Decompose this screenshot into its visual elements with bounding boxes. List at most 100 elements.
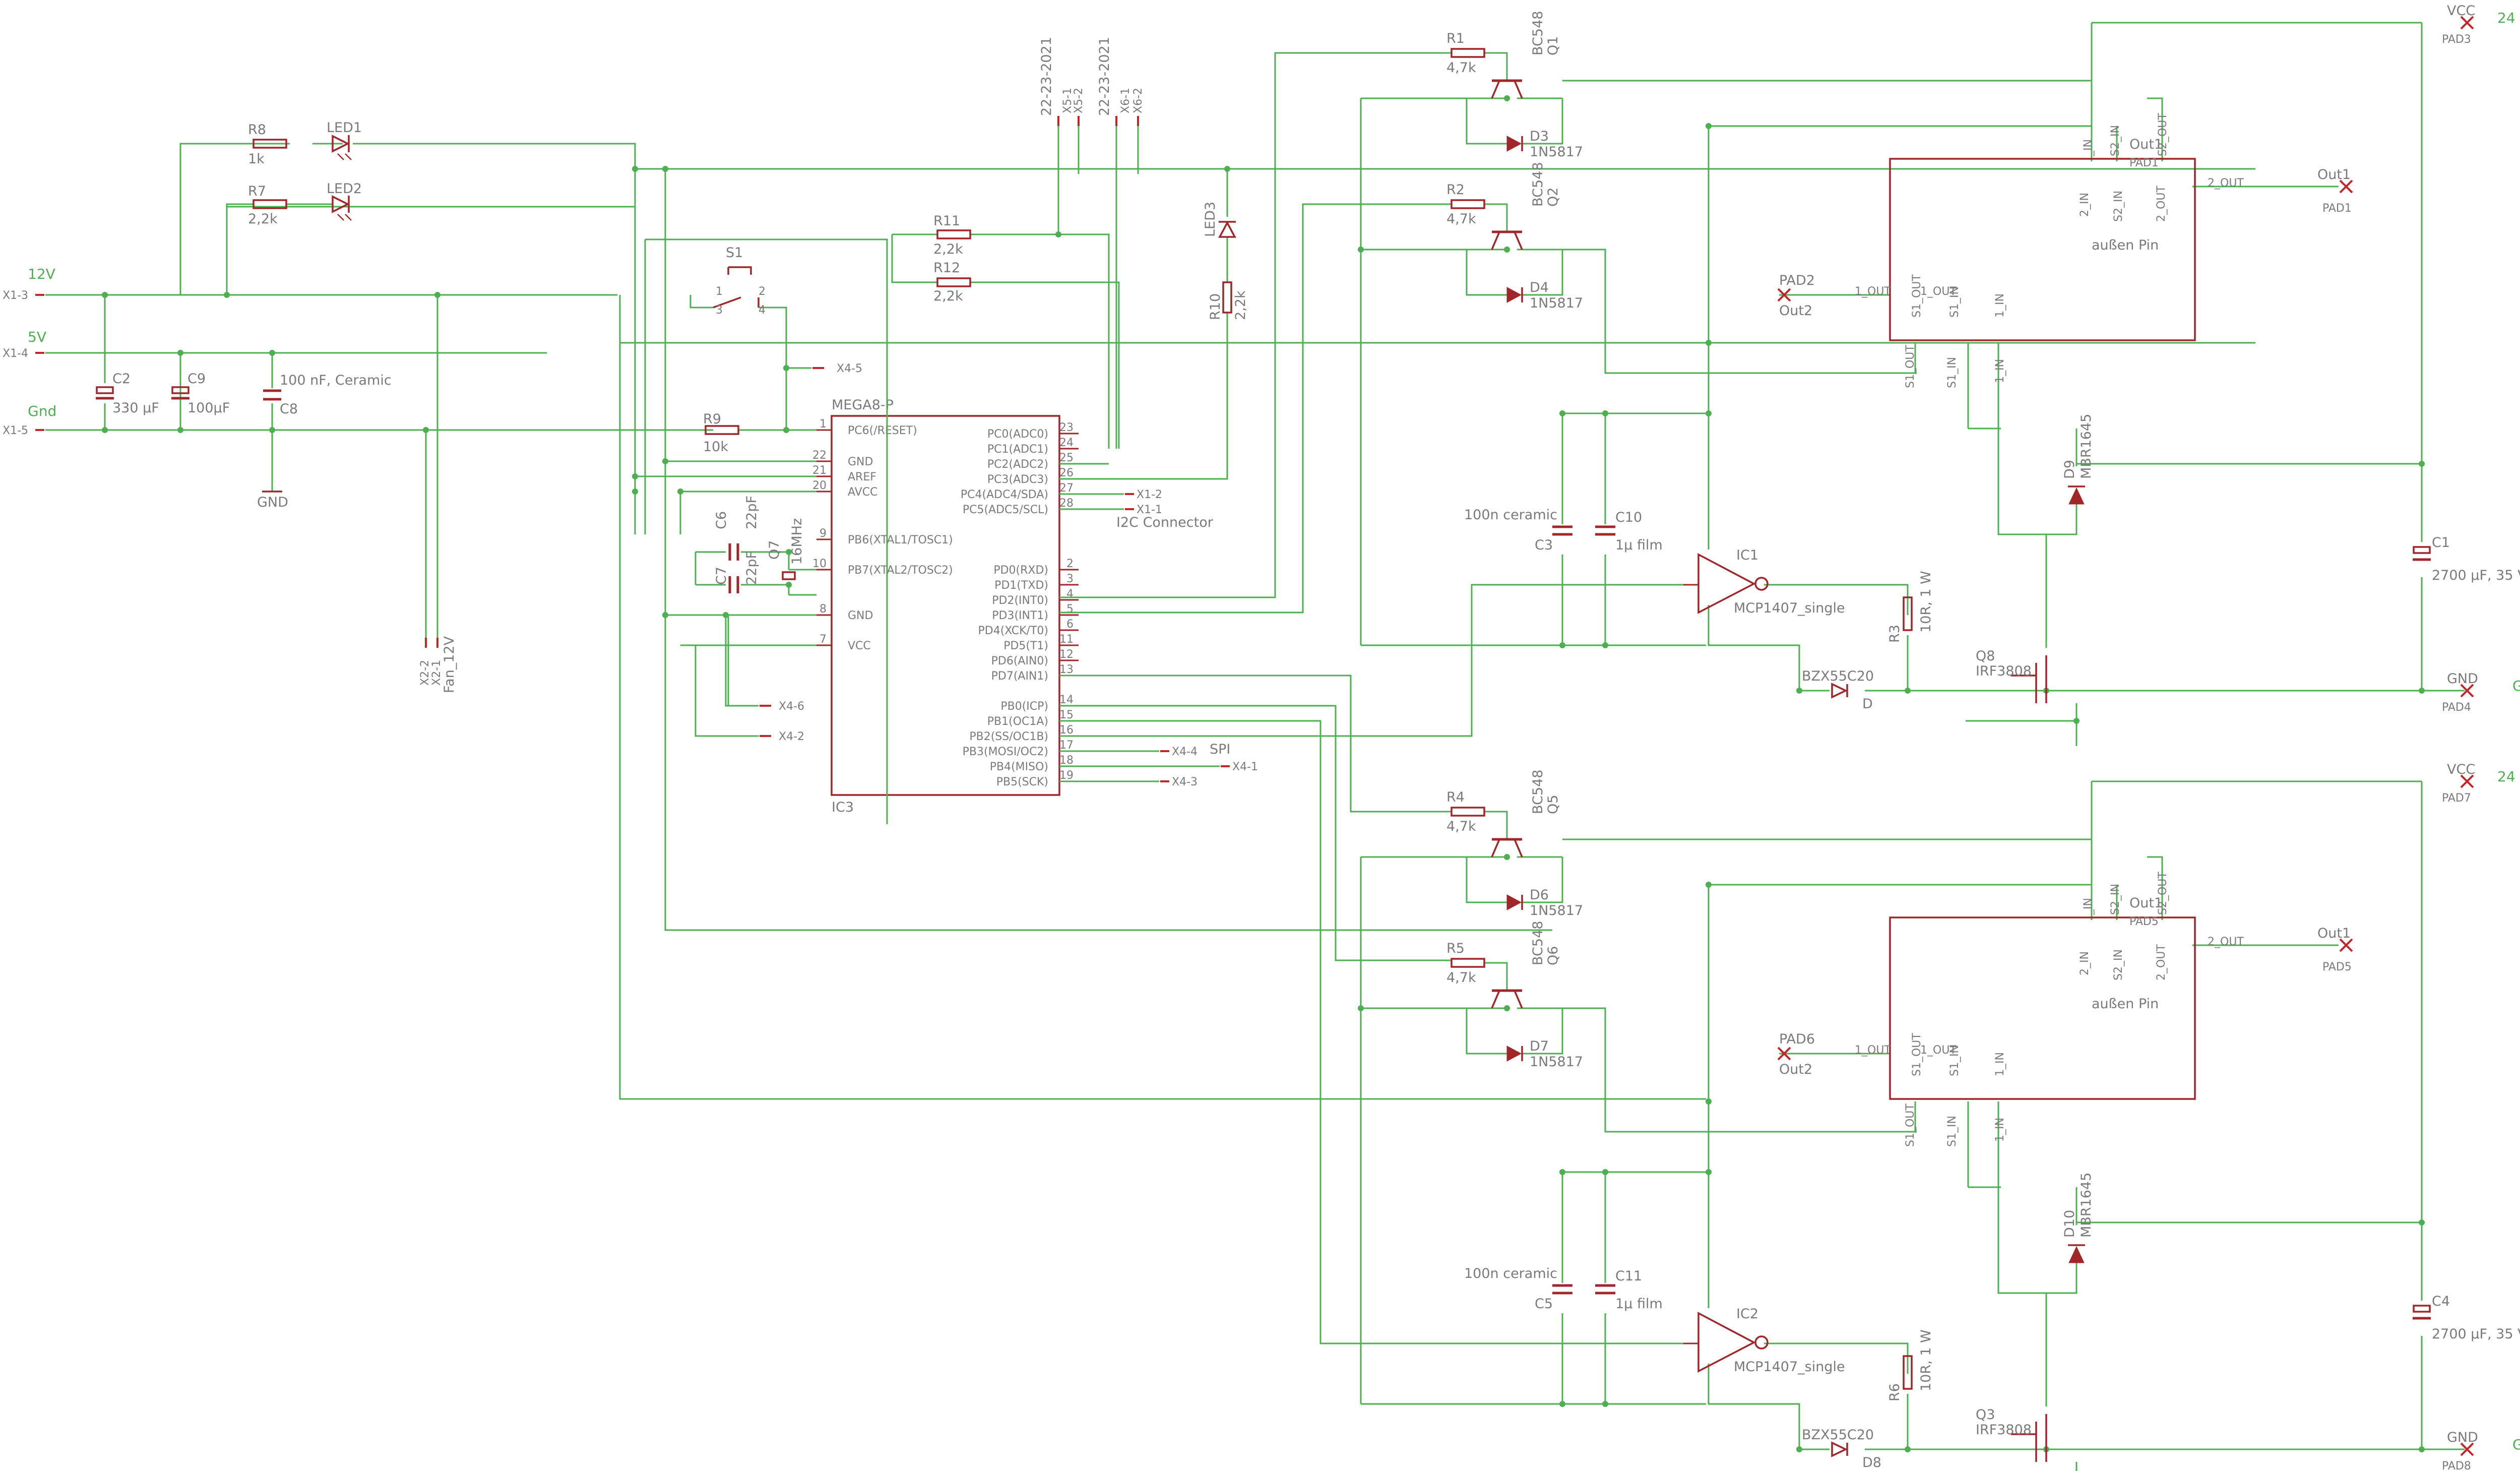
hall-pin-label: S1_IN [1948,1045,1961,1076]
mcu-pin-number: 10 [812,558,827,570]
svg-text:C8: C8 [280,401,298,417]
switch-s1: S1 1 2 3 4 X4-5 [644,238,888,824]
svg-text:Fan_12V: Fan_12V [442,636,457,693]
hall-sensor-box [1889,158,2196,341]
svg-text:SPI: SPI [1210,742,1230,757]
resistor-r8: R8 1k [248,122,287,167]
mcu-pin-number: 4 [1066,588,1074,600]
mcu-pin-name: PC4(ADC4/SDA) [961,488,1048,501]
hall-pin-label: _IN [2082,139,2095,157]
mcu-pin-number: 8 [820,603,827,616]
hall-pin-label: S2_IN [2112,949,2125,980]
svg-text:Q6: Q6 [1545,946,1561,965]
svg-text:1N5817: 1N5817 [1530,1054,1583,1070]
svg-text:MBR1645: MBR1645 [2078,414,2094,479]
svg-text:X4-3: X4-3 [1172,776,1198,788]
svg-text:D9: D9 [2062,460,2077,479]
svg-text:C3: C3 [1535,537,1553,553]
svg-text:D: D [1862,696,1873,712]
svg-text:C4: C4 [2432,1294,2450,1309]
svg-text:22pF: 22pF [744,496,760,529]
hall-pin-label: S2_OUT [2157,872,2169,915]
mcu-pin-number: 23 [1059,421,1074,434]
hall-pin-label: 1_OUT [1855,285,1891,298]
svg-text:Q2: Q2 [1545,188,1561,207]
svg-text:2700 µF, 35 V: 2700 µF, 35 V [2432,568,2520,583]
svg-text:2,2k: 2,2k [1233,290,1248,320]
svg-text:BZX55C20: BZX55C20 [1802,668,1874,684]
svg-text:3: 3 [716,304,723,317]
svg-text:VCC: VCC [2447,762,2475,777]
svg-text:C9: C9 [187,371,206,387]
svg-text:R11: R11 [933,213,960,229]
mcu-pin-name: AVCC [848,486,877,499]
svg-text:Out2: Out2 [1779,1062,1812,1077]
hall-sensor-box [1889,916,2196,1100]
svg-text:D6: D6 [1530,887,1549,903]
hall-pin-label: S2_IN [2112,191,2125,222]
mcu-pin-number: 21 [812,464,827,477]
svg-text:22pF: 22pF [744,551,760,585]
svg-text:GND: GND [257,495,288,510]
svg-text:D10: D10 [2062,1210,2077,1238]
svg-text:X5-2: X5-2 [1073,88,1085,113]
hall-pin-label: S1_IN [1948,286,1961,318]
svg-text:1: 1 [716,285,723,298]
svg-text:R9: R9 [703,411,721,427]
svg-text:C1: C1 [2432,535,2450,550]
svg-text:C2: C2 [112,371,131,387]
svg-text:X1-2: X1-2 [1137,488,1162,501]
mcu-pin-number: 7 [820,633,827,646]
svg-text:LED3: LED3 [1203,202,1218,237]
svg-text:X4-2: X4-2 [779,730,804,743]
svg-text:X4-4: X4-4 [1172,746,1198,758]
mcu-pin-name: PB7(XTAL2/TOSC2) [848,564,953,577]
svg-text:X4-5: X4-5 [837,362,862,375]
svg-text:C11: C11 [1615,1268,1642,1284]
svg-text:R10: R10 [1208,293,1223,320]
mcu-pin-number: 25 [1059,452,1074,464]
mcu-pin-name: PC2(ADC2) [987,458,1048,471]
svg-text:100µF: 100µF [187,400,230,416]
mcu-output-wiring [1059,52,1683,1344]
svg-text:Q5: Q5 [1545,795,1561,814]
svg-text:PAD5: PAD5 [2322,961,2352,973]
hall-pin-label: 1_OUT [1920,285,1957,298]
fan-connector: X2-2 X2-1 Fan_12V [419,292,457,693]
hall-pin-label: S1_OUT [1904,1104,1917,1147]
hall-pin-label: S1_IN [1946,357,1959,388]
resistor-r7: R7 2,2k [248,183,287,227]
svg-text:4,7k: 4,7k [1446,211,1476,227]
mcu-pin-name: PB1(OC1A) [987,715,1048,728]
mcu-ref: IC3 [832,800,854,815]
crystal-q7: C6 22pF C7 22pF Q7 16MHz [695,496,816,596]
svg-text:2,2k: 2,2k [933,241,963,257]
svg-text:Q7: Q7 [767,540,782,560]
svg-text:MBR1645: MBR1645 [2078,1173,2094,1238]
motor-driver-stage-2: R44,7kR54,7kQ5BC548Q6BC548D61N5817D71N58… [1358,762,2520,1471]
hall-pin-label: 2_OUT [2155,186,2168,222]
mcu-pin-number: 19 [1059,769,1074,782]
hall-pin-label: S2_OUT [2157,113,2169,156]
svg-text:4,7k: 4,7k [1446,970,1476,986]
hall-pin-label: 1_IN [1994,293,2006,318]
svg-text:MCP1407_single: MCP1407_single [1734,1359,1845,1375]
mcu-pin-number: 28 [1059,497,1074,510]
resistor-r9: R9 10k [617,411,816,455]
mcu-pin-number: 22 [812,449,827,462]
svg-text:C10: C10 [1615,510,1642,525]
led-led1: LED1 [327,120,362,160]
svg-text:X1-1: X1-1 [1137,504,1162,516]
x1-3-label: X1-3 [3,289,28,302]
svg-text:VCC: VCC [2447,3,2475,19]
svg-text:C6: C6 [714,511,729,529]
svg-text:R6: R6 [1887,1383,1903,1401]
hall-pin-label: 2_IN [2078,193,2091,217]
svg-text:X4-1: X4-1 [1232,761,1258,773]
svg-text:1N5817: 1N5817 [1530,144,1583,160]
svg-text:LED2: LED2 [327,181,362,197]
svg-text:Q3: Q3 [1976,1407,1995,1423]
mcu-pin-number: 11 [1059,633,1074,646]
mcu-support-wiring [619,166,2255,1100]
svg-text:R8: R8 [248,122,266,138]
